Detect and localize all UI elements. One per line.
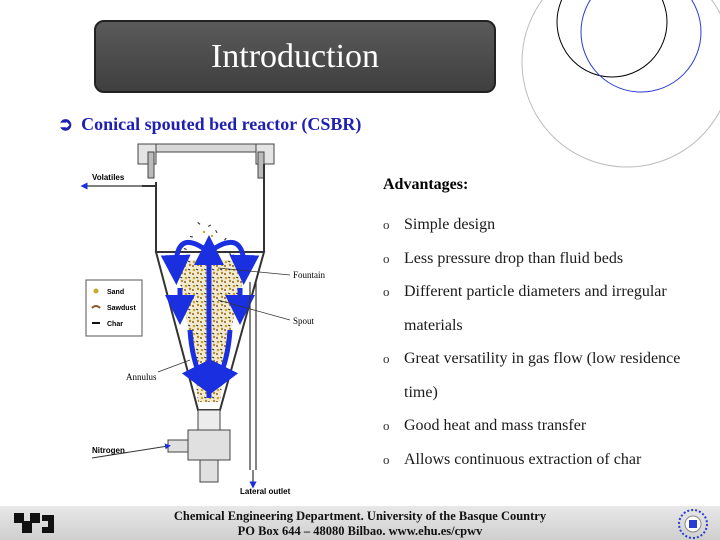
bullet-heading: ➲ Conical spouted bed reactor (CSBR) bbox=[58, 114, 361, 135]
fountain-label: Fountain bbox=[293, 270, 326, 280]
curved-arrow-icon: ➲ bbox=[58, 114, 74, 134]
lateral-outlet-label: Lateral outlet bbox=[240, 487, 291, 496]
university-logo-icon bbox=[14, 513, 54, 533]
annulus-label: Annulus bbox=[126, 372, 157, 382]
nitrogen-label: Nitrogen bbox=[92, 446, 125, 455]
spout-label: Spout bbox=[293, 316, 315, 326]
footer-bar bbox=[0, 506, 720, 540]
bullet-marker: o bbox=[383, 351, 390, 366]
footer-line-1: Chemical Engineering Department. Univers… bbox=[173, 509, 547, 523]
bullet-marker: o bbox=[383, 451, 390, 467]
bullet-marker: o bbox=[383, 418, 390, 433]
bullet-heading-text: Conical spouted bed reactor (CSBR) bbox=[81, 114, 362, 134]
department-logo-icon bbox=[678, 509, 708, 539]
footer-line-2: PO Box 644 – 48080 Bilbao. www.ehu.es/cp… bbox=[237, 524, 483, 538]
title-box: Introduction bbox=[94, 20, 496, 93]
advantages-title: Advantages: bbox=[383, 176, 469, 193]
footer-text: Chemical Engineering Department. Univers… bbox=[130, 509, 590, 539]
legend-sand: Sand bbox=[107, 289, 124, 296]
legend-char: Char bbox=[107, 321, 123, 328]
lid bbox=[137, 143, 275, 153]
bullet-marker: o bbox=[383, 284, 390, 299]
bullet-marker: o bbox=[383, 217, 390, 232]
volatiles-label: Volatiles bbox=[92, 173, 125, 182]
slide-title: Introduction bbox=[210, 37, 380, 75]
legend-sawdust: Sawdust bbox=[107, 305, 136, 312]
circulation-arrows bbox=[160, 235, 260, 398]
bullet-marker: o bbox=[383, 250, 390, 266]
csbr-diagram: Volatiles Lateral outlet Nitrogen bbox=[80, 143, 326, 496]
